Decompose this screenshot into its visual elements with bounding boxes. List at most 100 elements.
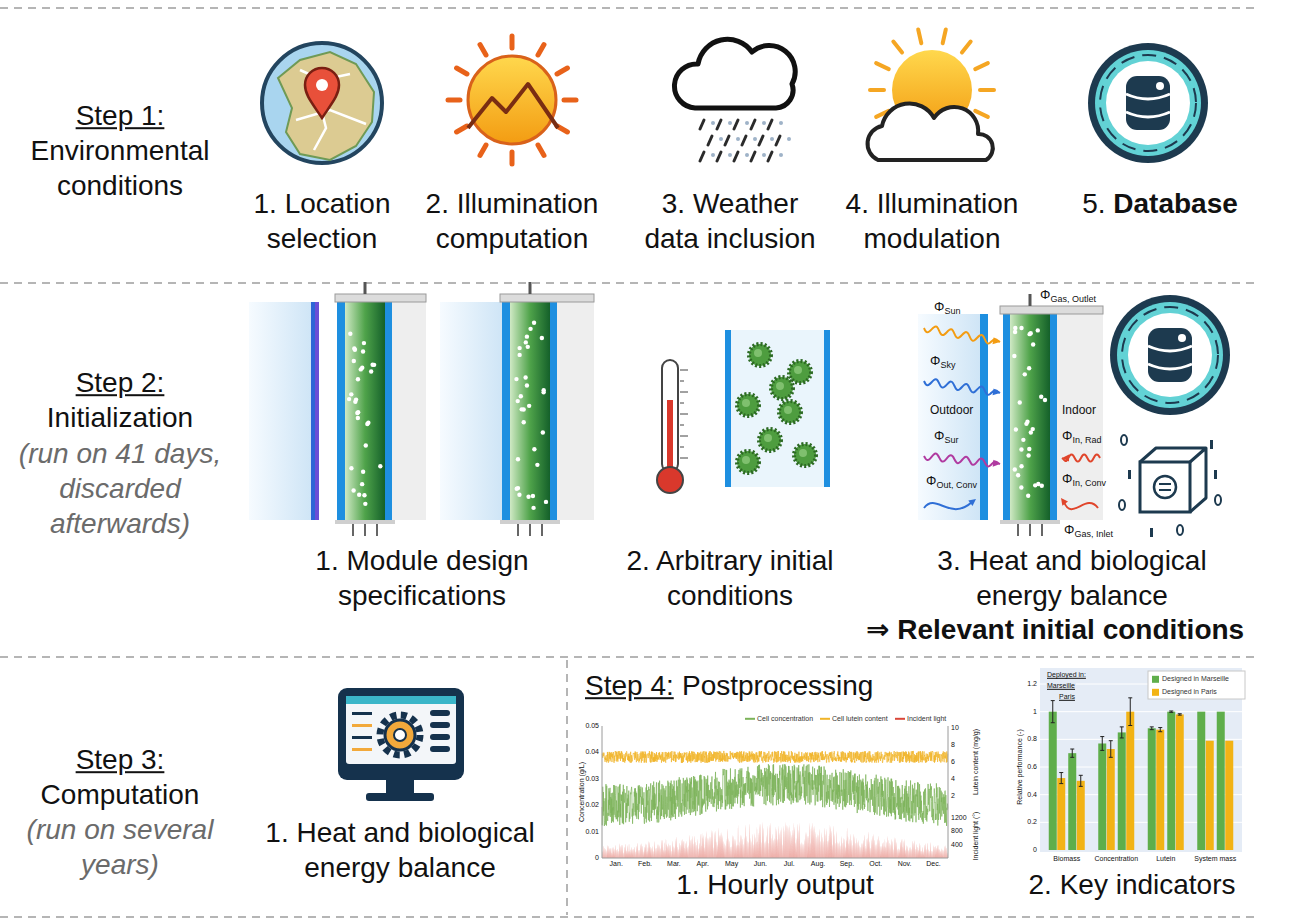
flux-label: ΦIn, Rad — [1062, 428, 1101, 445]
flux-subscript: Sun — [944, 306, 960, 316]
module-single-glazed-part — [525, 383, 529, 387]
computer-icon-part — [386, 780, 414, 794]
heat-flux-arrows-part — [1062, 455, 1069, 462]
thermometer-icon-part — [680, 370, 688, 371]
category-label: Biomass — [1053, 855, 1080, 863]
module-double-glazed-part — [349, 392, 353, 396]
model-cube-icon-part — [1128, 470, 1131, 479]
key-indicators-chart-part — [1178, 714, 1182, 715]
module-double-glazed-part — [356, 377, 360, 381]
separator-line — [0, 916, 1255, 918]
caption-word: Database — [1113, 188, 1238, 219]
sun-cloud-icon-part — [876, 63, 889, 69]
heat-flux-arrows-part — [924, 379, 1000, 395]
key-indicators-chart — [1040, 668, 1245, 852]
cells-icon-part — [779, 401, 801, 423]
axis-tick: 1200 — [951, 814, 967, 822]
model-cube-icon-part — [1177, 525, 1183, 535]
heat-balance-module-part — [1033, 483, 1037, 487]
separator-line — [0, 7, 1255, 9]
month-label: Aug. — [811, 860, 825, 868]
key-indicators-chart-part — [1059, 773, 1063, 784]
module-single-glazed-part — [531, 506, 535, 510]
step-heading: Step 3: — [76, 743, 165, 777]
sun-cloud-icon-part — [893, 42, 902, 53]
month-label: Jan. — [610, 860, 623, 868]
module-double-glazed-part — [356, 416, 360, 420]
computer-icon — [338, 688, 464, 801]
sun-cloud-icon-part — [975, 111, 988, 117]
sun-mountain-icon-part — [457, 126, 467, 132]
module-double-glazed-part — [372, 363, 376, 367]
model-cube-icon-part — [1140, 448, 1206, 512]
legend-item: Designed in Paris — [1152, 688, 1217, 696]
heat-balance-module-part — [1057, 314, 1103, 520]
step-caption: 2. Illumination computation — [410, 186, 615, 256]
module-double-glazed-part — [364, 443, 368, 447]
module-single-glazed-part — [550, 302, 557, 520]
caption-number: 5. — [1082, 188, 1113, 219]
key-indicators-chart-part — [1040, 739, 1242, 740]
module-double-glazed-part — [335, 294, 426, 302]
thermometer-icon-part — [657, 467, 683, 493]
database-icon — [1110, 295, 1230, 415]
legend-swatch — [1152, 688, 1159, 695]
heat-balance-module-part — [1010, 314, 1050, 520]
month-label: Jun. — [754, 860, 767, 868]
month-label: May — [725, 860, 738, 868]
sun-cloud-icon-part — [962, 42, 971, 53]
cells-icon-part — [799, 449, 807, 457]
computer-icon-part — [352, 724, 372, 727]
model-cube-icon-part — [1140, 462, 1190, 512]
module-double-glazed — [249, 282, 426, 536]
module-double-glazed-part — [319, 302, 337, 520]
heat-balance-module-part — [1027, 366, 1031, 370]
rain-cloud-icon — [674, 39, 795, 161]
model-cube-icon-part — [1215, 495, 1221, 505]
rain-cloud-icon-part — [762, 153, 766, 157]
module-single-glazed-part — [510, 302, 550, 520]
step-item: 3. Heat and biological energy balance — [922, 543, 1222, 613]
key-indicators-chart-part — [1156, 730, 1164, 850]
rain-cloud-icon-part — [745, 153, 749, 157]
sun-mountain-icon-part — [468, 56, 556, 144]
heat-flux-arrows-part — [992, 337, 1000, 344]
computer-icon-part — [352, 736, 372, 739]
sun-cloud-icon-part — [918, 30, 921, 44]
module-single-glazed-part — [524, 340, 528, 344]
database-icon-part — [1126, 94, 1170, 117]
cells-icon-part — [737, 451, 759, 473]
module-double-glazed-part — [359, 367, 363, 371]
axis-tick: 6 — [951, 758, 955, 766]
axis-title: Incident light (°) — [972, 812, 980, 861]
separator-line — [566, 660, 568, 915]
rain-cloud-icon-part — [700, 152, 704, 161]
module-single-glazed-part — [500, 520, 560, 524]
axis-tick: 0.4 — [1027, 790, 1037, 798]
cells-icon-part — [789, 361, 811, 383]
rain-cloud-icon-part — [776, 136, 780, 145]
module-double-glazed-part — [361, 470, 365, 474]
module-double-glazed-part — [364, 524, 366, 536]
cells-icon-part — [759, 429, 781, 451]
step-title: Environmental conditions — [7, 133, 233, 203]
heat-balance-module-part — [1041, 524, 1043, 536]
module-single-glazed-part — [517, 492, 521, 496]
heat-flux-arrows-part — [924, 327, 1000, 344]
thermometer-icon-part — [680, 381, 684, 382]
database-icon-part — [1100, 55, 1196, 151]
computer-icon-part — [352, 712, 372, 715]
sun-mountain-icon-part — [480, 45, 486, 55]
legend-text: Cell lutein content — [832, 715, 888, 723]
heat-balance-module-part — [1026, 453, 1030, 457]
step-caption: 1. Module design specifications — [295, 543, 550, 613]
module-single-glazed-part — [516, 457, 520, 461]
sun-mountain-icon-part — [564, 98, 576, 103]
module-double-glazed-part — [362, 493, 366, 497]
axis-title: Lutein content (mg/g) — [972, 729, 980, 795]
cells-icon-part — [794, 366, 802, 374]
flux-subscript: Gas, Outlet — [1050, 294, 1096, 304]
flux-label: ΦSky — [930, 353, 955, 370]
sun-mountain-icon-part — [557, 68, 567, 74]
